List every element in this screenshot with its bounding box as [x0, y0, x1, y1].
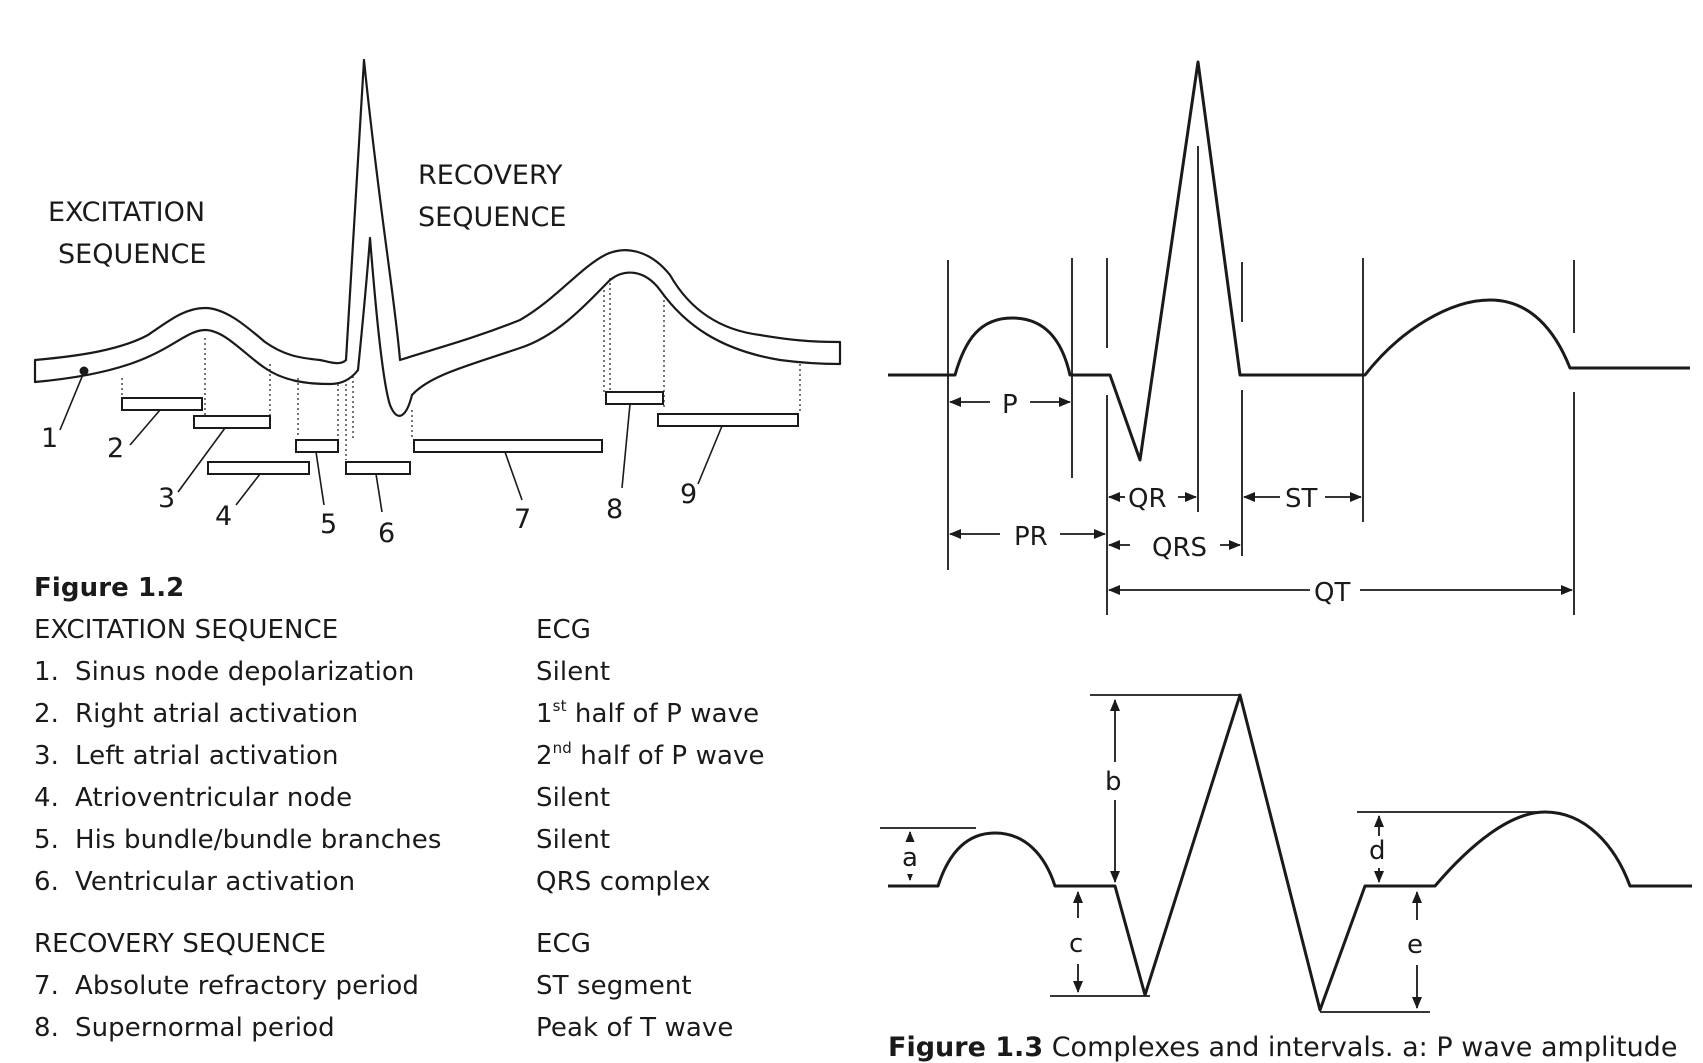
excitation-label-1: EXCITATION [48, 197, 205, 228]
phase-numbers: 1 2 3 4 5 6 7 8 9 [41, 423, 697, 549]
figure-1-3-amplitudes [880, 693, 1692, 1013]
row4-num: 4. [34, 783, 59, 813]
label-d: d [1369, 836, 1386, 866]
row3-num: 3. [34, 741, 59, 771]
label-qt: QT [1314, 578, 1350, 608]
dotted-guides [121, 278, 801, 460]
row5-num: 5. [34, 825, 59, 855]
num-4: 4 [215, 501, 232, 532]
bar-8 [605, 391, 664, 405]
label-b: b [1105, 767, 1122, 797]
num-2: 2 [107, 433, 124, 464]
num-9: 9 [680, 479, 697, 510]
label-e: e [1407, 930, 1423, 960]
recovery-label-2: SEQUENCE [418, 202, 566, 233]
ecg-ribbon [33, 58, 842, 417]
row6-ecg: QRS complex [536, 867, 711, 897]
row5-ecg: Silent [536, 825, 610, 855]
label-qrs: QRS [1152, 533, 1207, 563]
row4-ecg: Silent [536, 783, 610, 813]
bar-9 [657, 413, 799, 427]
row3-ecg: 2nd half of P wave [536, 739, 765, 771]
row1-ecg: Silent [536, 657, 610, 687]
row7-num: 7. [34, 971, 59, 1001]
ecg-trace-amplitudes [888, 693, 1692, 1012]
phase-bars [121, 391, 799, 475]
num-1: 1 [41, 423, 58, 454]
num-3: 3 [158, 483, 175, 514]
figure-1-3-title: Figure 1.3 [888, 1032, 1044, 1063]
ecg-header-2: ECG [536, 929, 591, 959]
bar-3 [193, 415, 271, 429]
figure-1-2-diagram: 1 2 3 4 5 6 7 8 9 EXCITATION SEQUENCE RE… [33, 58, 842, 549]
bar-5 [295, 439, 339, 453]
amplitude-labels: a b c d e [900, 767, 1423, 960]
num-8: 8 [606, 494, 623, 525]
sinus-node-dot [79, 366, 89, 376]
num-5: 5 [320, 509, 337, 540]
num-6: 6 [378, 518, 395, 549]
row2-text: Right atrial activation [75, 699, 358, 729]
row1-num: 1. [34, 657, 59, 687]
label-p: P [1002, 390, 1018, 420]
leader-lines [59, 371, 723, 513]
row6-text: Ventricular activation [75, 867, 355, 897]
row1-text: Sinus node depolarization [75, 657, 415, 687]
row4-text: Atrioventricular node [75, 783, 352, 813]
num-7: 7 [514, 504, 531, 535]
bar-2 [121, 397, 203, 411]
label-c: c [1069, 929, 1083, 959]
row3-text: Left atrial activation [75, 741, 339, 771]
bar-4 [207, 461, 310, 475]
figure-1-3-caption-text: Complexes and intervals. a: P wave ampli… [1043, 1032, 1678, 1063]
label-pr: PR [1014, 522, 1048, 552]
figure-1-3-intervals [888, 60, 1690, 615]
figure-1-3-caption: Figure 1.3 Complexes and intervals. a: P… [888, 1032, 1677, 1063]
interval-labels: P PR QR QRS ST QT [1002, 390, 1350, 608]
label-a: a [902, 843, 918, 873]
row8-ecg: Peak of T wave [536, 1013, 733, 1043]
row7-text: Absolute refractory period [75, 971, 419, 1001]
row8-num: 8. [34, 1013, 59, 1043]
row8-text: Supernormal period [75, 1013, 335, 1043]
excitation-header: EXCITATION SEQUENCE [34, 615, 338, 645]
ecg-header: ECG [536, 615, 591, 645]
recovery-header: RECOVERY SEQUENCE [34, 929, 326, 959]
figure-1-2-caption: Figure 1.2 EXCITATION SEQUENCE ECG 1. Si… [34, 573, 765, 1043]
row7-ecg: ST segment [536, 971, 692, 1001]
label-qr: QR [1128, 484, 1167, 514]
excitation-label-2: SEQUENCE [58, 239, 206, 270]
ecg-trace-intervals [888, 60, 1690, 462]
recovery-label-1: RECOVERY [418, 160, 563, 191]
row2-ecg: 1st half of P wave [536, 697, 759, 729]
bar-6 [345, 461, 411, 475]
row2-num: 2. [34, 699, 59, 729]
row6-num: 6. [34, 867, 59, 897]
row5-text: His bundle/bundle branches [75, 825, 442, 855]
label-st: ST [1285, 484, 1318, 514]
figure-1-2-title: Figure 1.2 [34, 573, 184, 603]
sequence-labels: EXCITATION SEQUENCE RECOVERY SEQUENCE [48, 160, 566, 270]
bar-7 [413, 439, 603, 453]
